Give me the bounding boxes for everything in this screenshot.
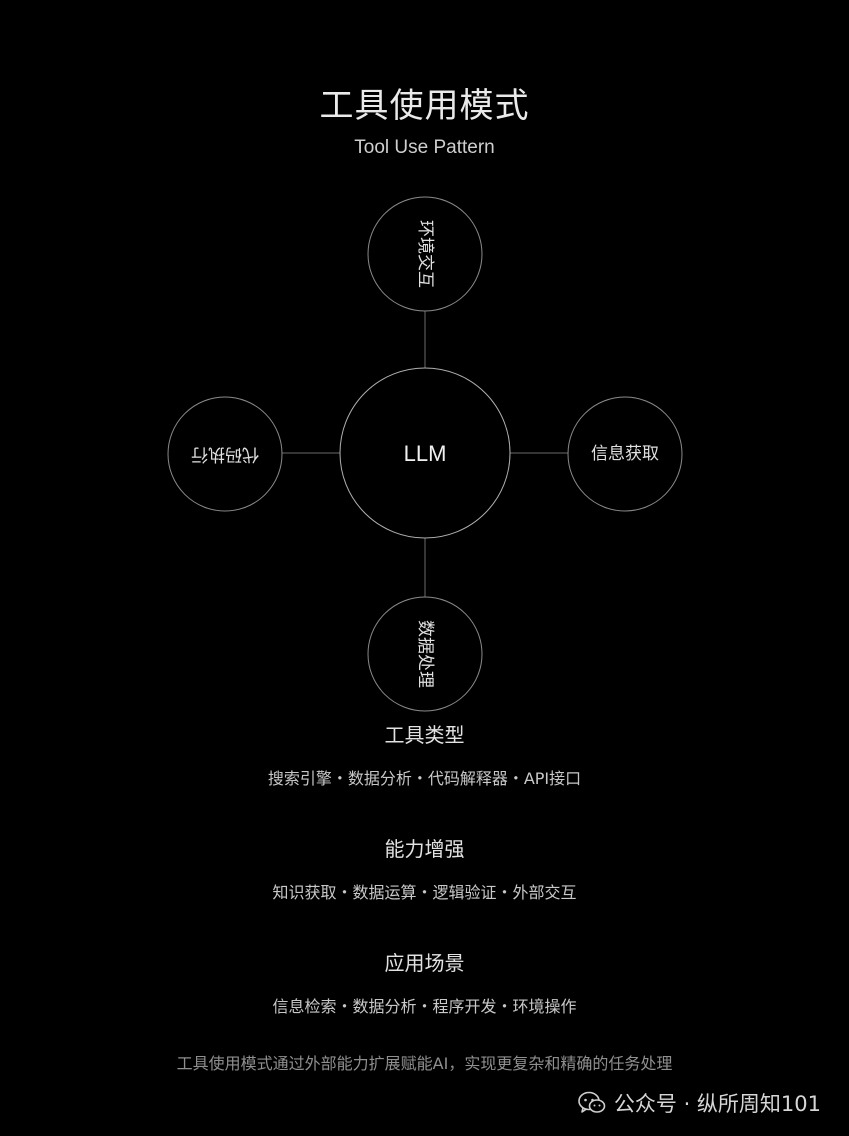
section-capability-title: 能力增强	[384, 837, 465, 861]
section-scenarios-title: 应用场景	[384, 951, 465, 975]
section-capability-items: 知识获取・数据运算・逻辑验证・外部交互	[272, 883, 577, 902]
node-right-circle	[567, 396, 683, 512]
hub-circle	[339, 367, 511, 539]
watermark-text: 公众号 · 纵所周知101	[613, 1092, 821, 1116]
node-left-label: 代码执行	[191, 444, 259, 464]
section-tool-types-title: 工具类型	[384, 723, 465, 747]
page-subtitle: Tool Use Pattern	[354, 137, 495, 158]
hub-label: LLM	[404, 441, 447, 466]
node-right-label: 信息获取	[591, 444, 659, 464]
node-bottom-label: 数据处理	[415, 620, 435, 688]
node-top-label: 环境交互	[415, 220, 435, 288]
footer-note: 工具使用模式通过外部能力扩展赋能AI，实现更复杂和精确的任务处理	[176, 1054, 673, 1073]
node-left-circle	[167, 396, 283, 512]
node-top-circle	[367, 196, 483, 312]
hub-diagram: LLM 环境交互 信息获取 数据处理 代码执行	[167, 196, 683, 712]
wechat-icon	[578, 1091, 606, 1113]
section-tool-types-items: 搜索引擎・数据分析・代码解释器・API接口	[267, 769, 582, 788]
section-scenarios-items: 信息检索・数据分析・程序开发・环境操作	[272, 997, 577, 1016]
page-title: 工具使用模式	[319, 86, 530, 126]
watermark: 公众号 · 纵所周知101	[578, 1088, 821, 1118]
node-bottom-circle	[367, 596, 483, 712]
